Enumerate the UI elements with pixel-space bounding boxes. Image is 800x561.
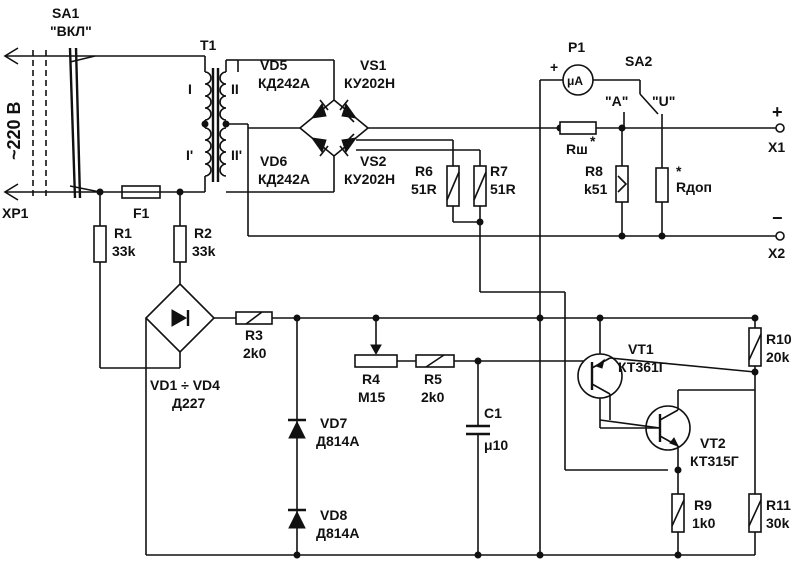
r11-value-label: 30k (766, 515, 790, 531)
vd5-label: VD5 (260, 57, 287, 73)
p1-plus-label: + (550, 59, 558, 75)
r2-value-label: 33k (192, 243, 216, 259)
r3-value-label: 2k0 (243, 345, 267, 361)
x1-label: X1 (768, 139, 785, 155)
radd-star-label: * (676, 163, 682, 179)
vd7-label: VD7 (320, 415, 347, 431)
vd6-label: VD6 (260, 153, 287, 169)
r3-label: R3 (245, 327, 263, 343)
t1-winding-2b-label: II' (231, 147, 242, 163)
sa2-u-label: "U" (652, 93, 675, 109)
mains-plug-xp1 (3, 47, 60, 201)
r9-label: R9 (694, 497, 712, 513)
resistor-r3 (235, 311, 273, 325)
sa1-state-label: "ВКЛ" (50, 23, 92, 39)
transformer-t1 (201, 68, 230, 182)
r6-label: R6 (415, 163, 433, 179)
resistor-r1 (93, 225, 107, 263)
rsh-star-label: * (590, 133, 596, 149)
r10-value-label: 20k (766, 349, 790, 365)
r5-value-label: 2k0 (421, 389, 445, 405)
r4-value-label: M15 (358, 389, 385, 405)
r8-label: R8 (585, 163, 603, 179)
capacitor-c1 (466, 424, 490, 436)
vd1-vd4-label: VD1 ÷ VD4 (150, 377, 220, 393)
vd1-vd4-type-label: Д227 (172, 395, 206, 411)
resistor-radd (655, 167, 669, 203)
resistor-r5 (415, 354, 455, 368)
x2-label: X2 (768, 245, 785, 261)
resistor-r11 (748, 493, 762, 533)
vs1-label: VS1 (360, 57, 387, 73)
transistor-vt1 (577, 353, 623, 399)
r2-label: R2 (194, 225, 212, 241)
r1-value-label: 33k (112, 243, 136, 259)
bridge-rectifier (298, 98, 370, 158)
t1-winding-2-label: II (231, 81, 239, 97)
diode-bridge-vd1-vd4 (144, 282, 216, 354)
r7-value-label: 51R (490, 181, 516, 197)
voltage-label: ~220 В (4, 101, 24, 160)
vt1-type-label: КТ361Г (618, 359, 667, 375)
r11-label: R11 (766, 497, 791, 513)
p1-symbol-label: μA (567, 74, 583, 88)
vd6-type-label: КД242А (258, 171, 310, 187)
r10-label: R10 (766, 331, 792, 347)
r6-value-label: 51R (411, 181, 437, 197)
fuse-f1 (100, 185, 205, 199)
zener-vd7 (288, 418, 306, 439)
t1-winding-1b-label: I' (186, 147, 193, 163)
f1-label: F1 (133, 205, 150, 221)
vt2-type-label: КТ315Г (690, 453, 739, 469)
rsh-label: Rш (566, 141, 588, 157)
sa2-label: SA2 (625, 53, 652, 69)
vd8-label: VD8 (320, 507, 347, 523)
zener-vd8 (288, 508, 306, 529)
vd8-type-label: Д814А (316, 525, 359, 541)
resistor-r9 (671, 493, 685, 533)
x1-sign-label: + (772, 102, 783, 122)
c1-label: C1 (484, 405, 502, 421)
potentiometer-r4 (354, 354, 398, 368)
p1-label: P1 (568, 39, 585, 55)
resistor-r6 (446, 165, 460, 207)
c1-value-label: μ10 (484, 437, 508, 453)
sa2-a-label: "A" (605, 93, 628, 109)
vt2-label: VT2 (700, 435, 726, 451)
resistor-r2 (173, 225, 187, 263)
t1-label: T1 (200, 37, 217, 53)
vs2-type-label: КУ202Н (344, 171, 395, 187)
x2-sign-label: − (772, 208, 783, 228)
r5-label: R5 (424, 371, 442, 387)
resistor-r7 (473, 165, 487, 207)
r7-label: R7 (490, 163, 508, 179)
vd5-type-label: КД242А (258, 75, 310, 91)
r9-value-label: 1k0 (692, 515, 716, 531)
r1-label: R1 (114, 225, 132, 241)
resistor-r10 (748, 327, 762, 367)
xp1-label: XP1 (2, 205, 29, 221)
vs1-type-label: КУ202Н (344, 75, 395, 91)
radd-label: Rдоп (676, 179, 712, 195)
sa1-label: SA1 (52, 5, 79, 21)
switch-sa1 (60, 47, 101, 199)
vd7-type-label: Д814А (316, 433, 359, 449)
r4-label: R4 (362, 371, 380, 387)
resistor-r8 (615, 165, 629, 203)
r8-value-label: k51 (584, 181, 608, 197)
vt1-label: VT1 (628, 341, 654, 357)
t1-winding-1-label: I (188, 81, 192, 97)
vs2-label: VS2 (360, 153, 387, 169)
